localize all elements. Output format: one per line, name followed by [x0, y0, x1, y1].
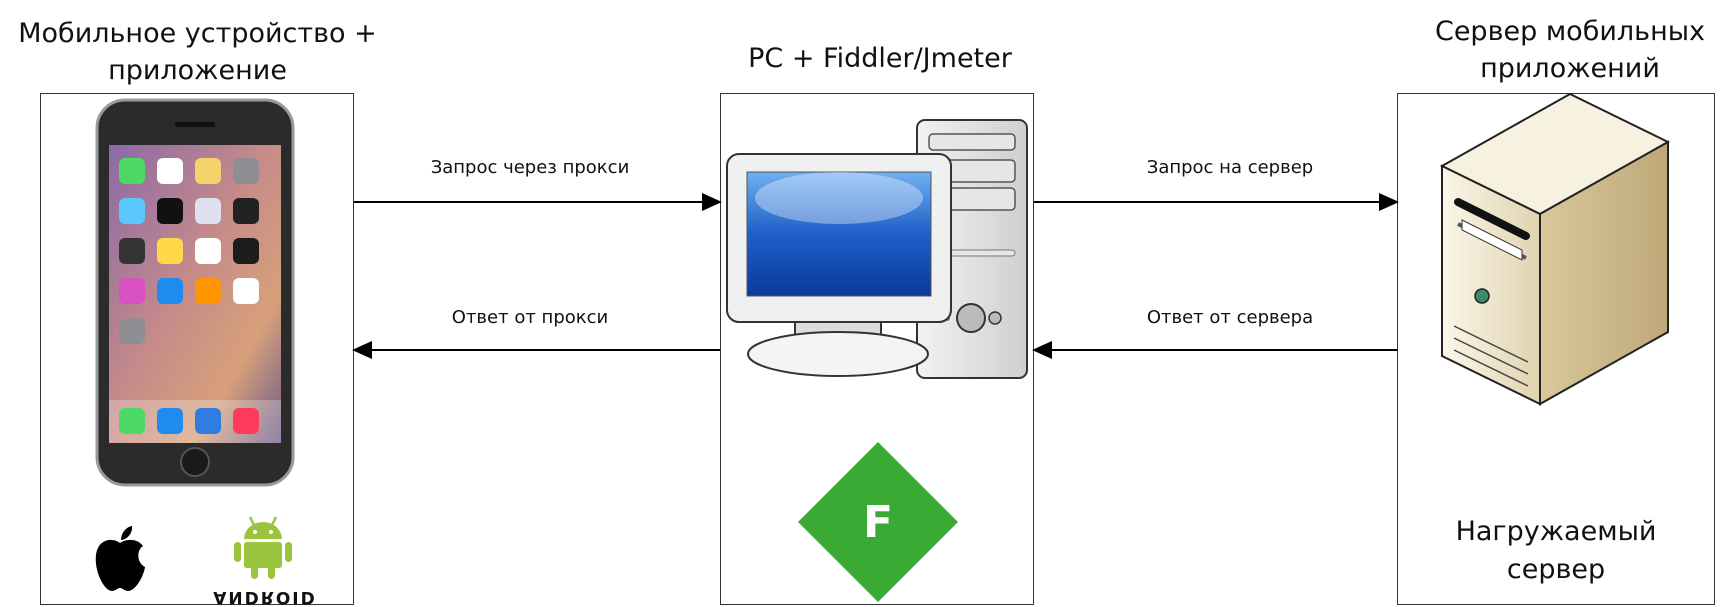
- response-proxy-arrow: [352, 341, 720, 359]
- request-server-arrow: [1034, 193, 1399, 211]
- response-server-label: Ответ от сервера: [1146, 307, 1314, 328]
- server-caption: Нагружаемый сервер: [1455, 516, 1657, 585]
- server-icon: [1439, 92, 1671, 406]
- pc-column-title: PC + Fiddler/Jmeter: [748, 43, 1012, 74]
- request-proxy-arrow: [354, 193, 722, 211]
- response-proxy-label: Ответ от прокси: [451, 307, 609, 328]
- fiddler-logo-icon: [798, 442, 958, 602]
- fiddler-letter: F: [862, 497, 894, 548]
- android-logo-icon: [234, 516, 292, 579]
- request-proxy-label: Запрос через прокси: [430, 157, 630, 178]
- request-server-label: Запрос на сервер: [1146, 157, 1314, 178]
- android-wordmark: ANDROID: [213, 589, 317, 607]
- pc-icon: [726, 119, 1028, 379]
- smartphone-icon: [95, 98, 295, 487]
- response-server-arrow: [1032, 341, 1397, 359]
- server-column-title: Сервер мобильных приложений: [1434, 16, 1706, 84]
- mobile-column-title: Мобильное устройство + приложение: [18, 18, 377, 86]
- apple-logo-icon: [95, 526, 145, 591]
